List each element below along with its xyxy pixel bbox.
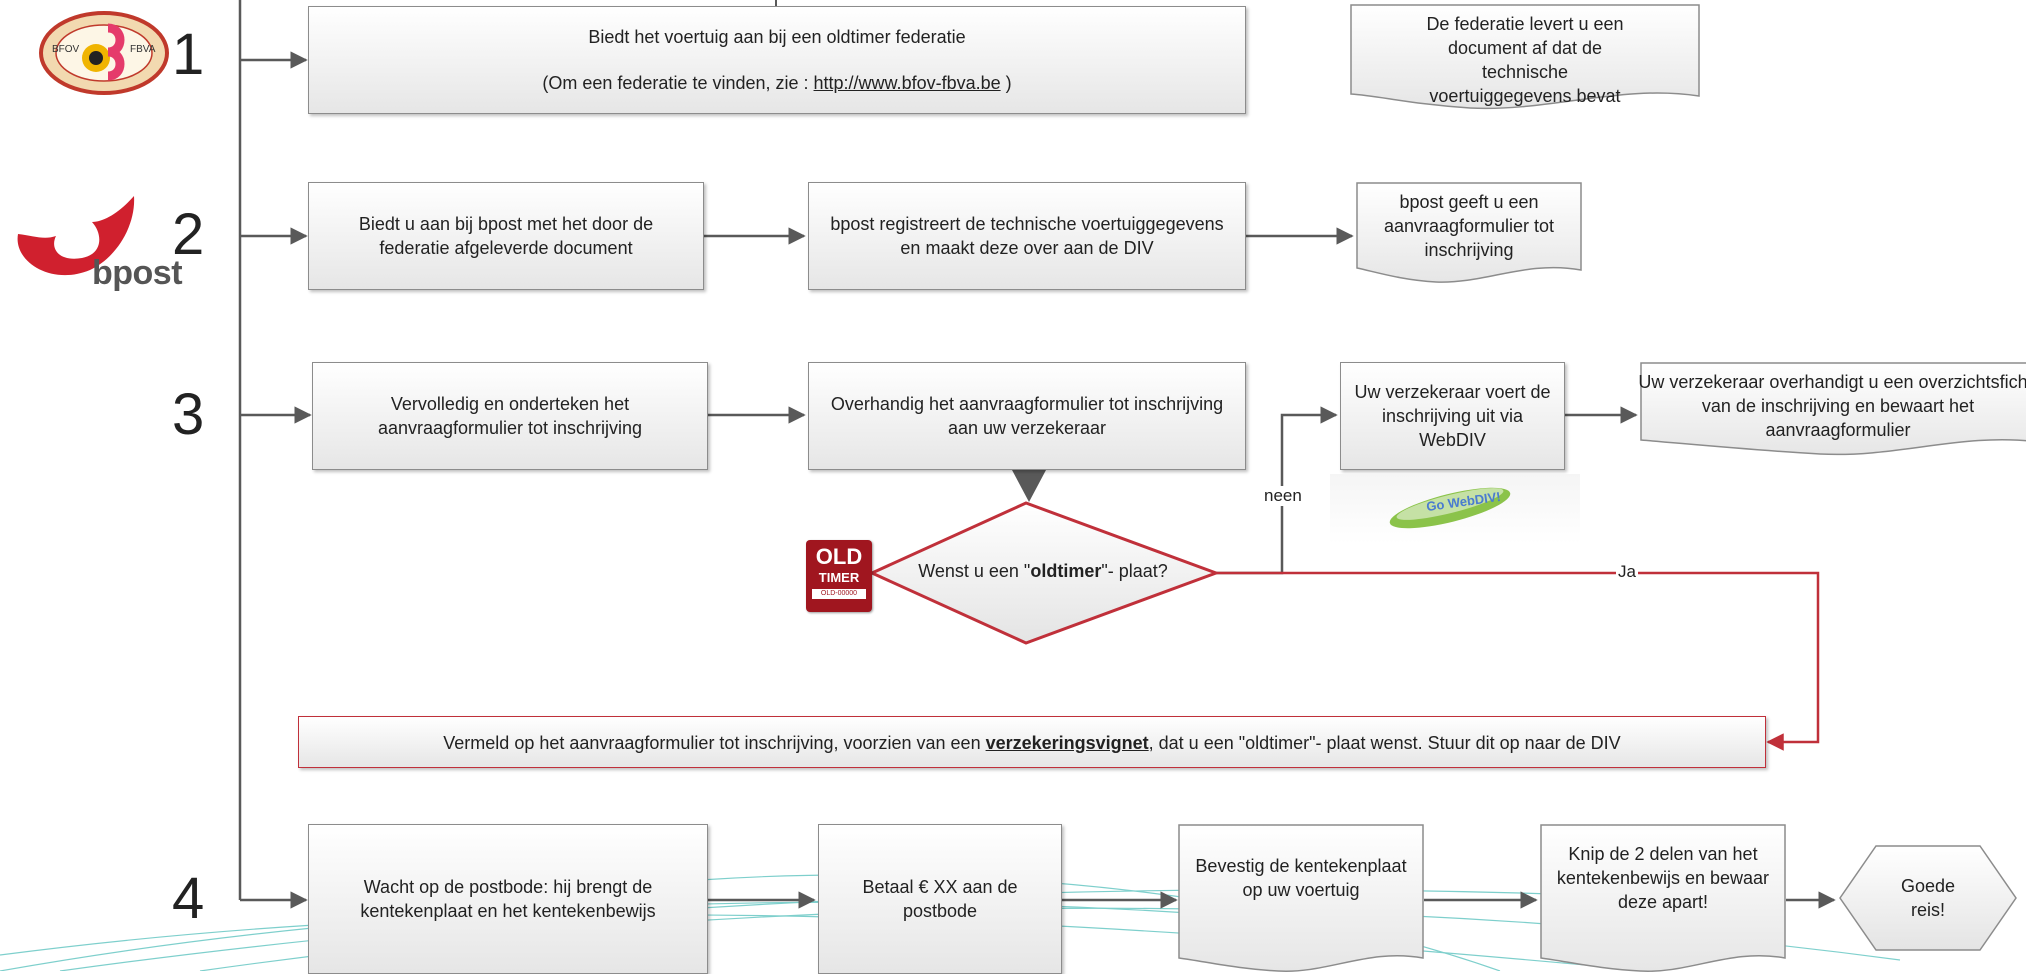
decision-diamond — [868, 501, 1221, 645]
insurer-webdiv-box: Uw verzekeraar voert de inschrijving uit… — [1340, 362, 1565, 470]
attach-plate-document: Bevestig de kentekenplaat op uw voertuig — [1178, 824, 1424, 972]
decision-suffix: "- plaat? — [1101, 561, 1168, 581]
decision-prefix: Wenst u een " — [918, 561, 1031, 581]
bfov-logo-left: BFOV — [52, 44, 80, 55]
cut-certificate-document: Knip de 2 delen van het kentekenbewijs e… — [1540, 824, 1786, 972]
oldtimer-notice-box: Vermeld op het aanvraagformulier tot ins… — [298, 716, 1766, 768]
insurer-overview-text: Uw verzekeraar overhandigt u een overzic… — [1638, 372, 2026, 440]
step-number-1: 1 — [172, 22, 205, 87]
federation-hint-prefix: (Om een federatie te vinden, zie : — [542, 73, 814, 93]
decision-question: Wenst u een "oldtimer"- plaat? — [878, 561, 1208, 582]
notice-suffix: , dat u een "oldtimer"- plaat wenst. Stu… — [1148, 733, 1621, 753]
oldtimer-plate-line2: TIMER — [818, 570, 860, 585]
decision-bold: oldtimer — [1030, 561, 1102, 581]
federation-hint-suffix: ) — [1000, 73, 1012, 93]
oldtimer-plate-logo: OLD TIMER OLD-00000 — [806, 540, 872, 612]
offer-vehicle-text: Biedt het voertuig aan bij een oldtimer … — [588, 27, 966, 47]
federation-document: De federatie levert u een document af da… — [1350, 4, 1700, 110]
label-yes: Ja — [1616, 562, 1638, 582]
visit-bpost-box: Biedt u aan bij bpost met het door de fe… — [308, 182, 704, 290]
attach-plate-text: Bevestig de kentekenplaat op uw voertuig — [1195, 856, 1407, 900]
bpost-logo-text: bpost — [92, 254, 183, 292]
end-text: Goede reis! — [1900, 876, 1956, 920]
federation-link[interactable]: http://www.bfov-fbva.be — [813, 73, 1001, 93]
complete-form-box: Vervolledig en onderteken het aanvraagfo… — [312, 362, 708, 470]
insurer-webdiv-text: Uw verzekeraar voert de inschrijving uit… — [1354, 382, 1551, 450]
webdiv-logo: Go WebDIV! — [1330, 474, 1580, 544]
offer-vehicle-box: Biedt het voertuig aan bij een oldtimer … — [308, 6, 1246, 114]
hand-over-form-box: Overhandig het aanvraagformulier tot ins… — [808, 362, 1246, 470]
wait-postman-box: Wacht op de postbode: hij brengt de kent… — [308, 824, 708, 974]
visit-bpost-text: Biedt u aan bij bpost met het door de fe… — [358, 214, 654, 258]
step-number-2: 2 — [172, 202, 205, 267]
federation-document-text: De federatie levert u een document af da… — [1426, 14, 1624, 106]
bpost-form-document: bpost geeft u een aanvraagformulier tot … — [1356, 182, 1582, 283]
notice-prefix: Vermeld op het aanvraagformulier tot ins… — [443, 733, 986, 753]
bfov-logo-right: FBVA — [130, 44, 156, 55]
notice-bold: verzekeringsvignet — [985, 733, 1149, 753]
complete-form-text: Vervolledig en onderteken het aanvraagfo… — [377, 394, 643, 438]
label-no: neen — [1262, 486, 1304, 506]
bpost-register-box: bpost registreert de technische voertuig… — [808, 182, 1246, 290]
bfov-logo: BFOV FBVA — [38, 10, 170, 96]
end-terminator: Goede reis! — [1838, 844, 2018, 952]
wait-postman-text: Wacht op de postbode: hij brengt de kent… — [360, 877, 656, 921]
oldtimer-plate-line1: OLD — [815, 544, 863, 569]
step-number-4: 4 — [172, 866, 205, 931]
bpost-logo: bpost — [8, 196, 188, 292]
bpost-register-text: bpost registreert de technische voertuig… — [830, 214, 1224, 258]
hand-over-form-text: Overhandig het aanvraagformulier tot ins… — [830, 394, 1224, 438]
bpost-form-text: bpost geeft u een aanvraagformulier tot … — [1383, 192, 1555, 260]
oldtimer-plate-line3: OLD-00000 — [812, 589, 866, 599]
step-number-3: 3 — [172, 382, 205, 447]
cut-certificate-text: Knip de 2 delen van het kentekenbewijs e… — [1556, 844, 1770, 912]
insurer-overview-document: Uw verzekeraar overhandigt u een overzic… — [1638, 362, 2026, 456]
pay-postman-box: Betaal € XX aan de postbode — [818, 824, 1062, 974]
pay-postman-text: Betaal € XX aan de postbode — [862, 877, 1018, 921]
